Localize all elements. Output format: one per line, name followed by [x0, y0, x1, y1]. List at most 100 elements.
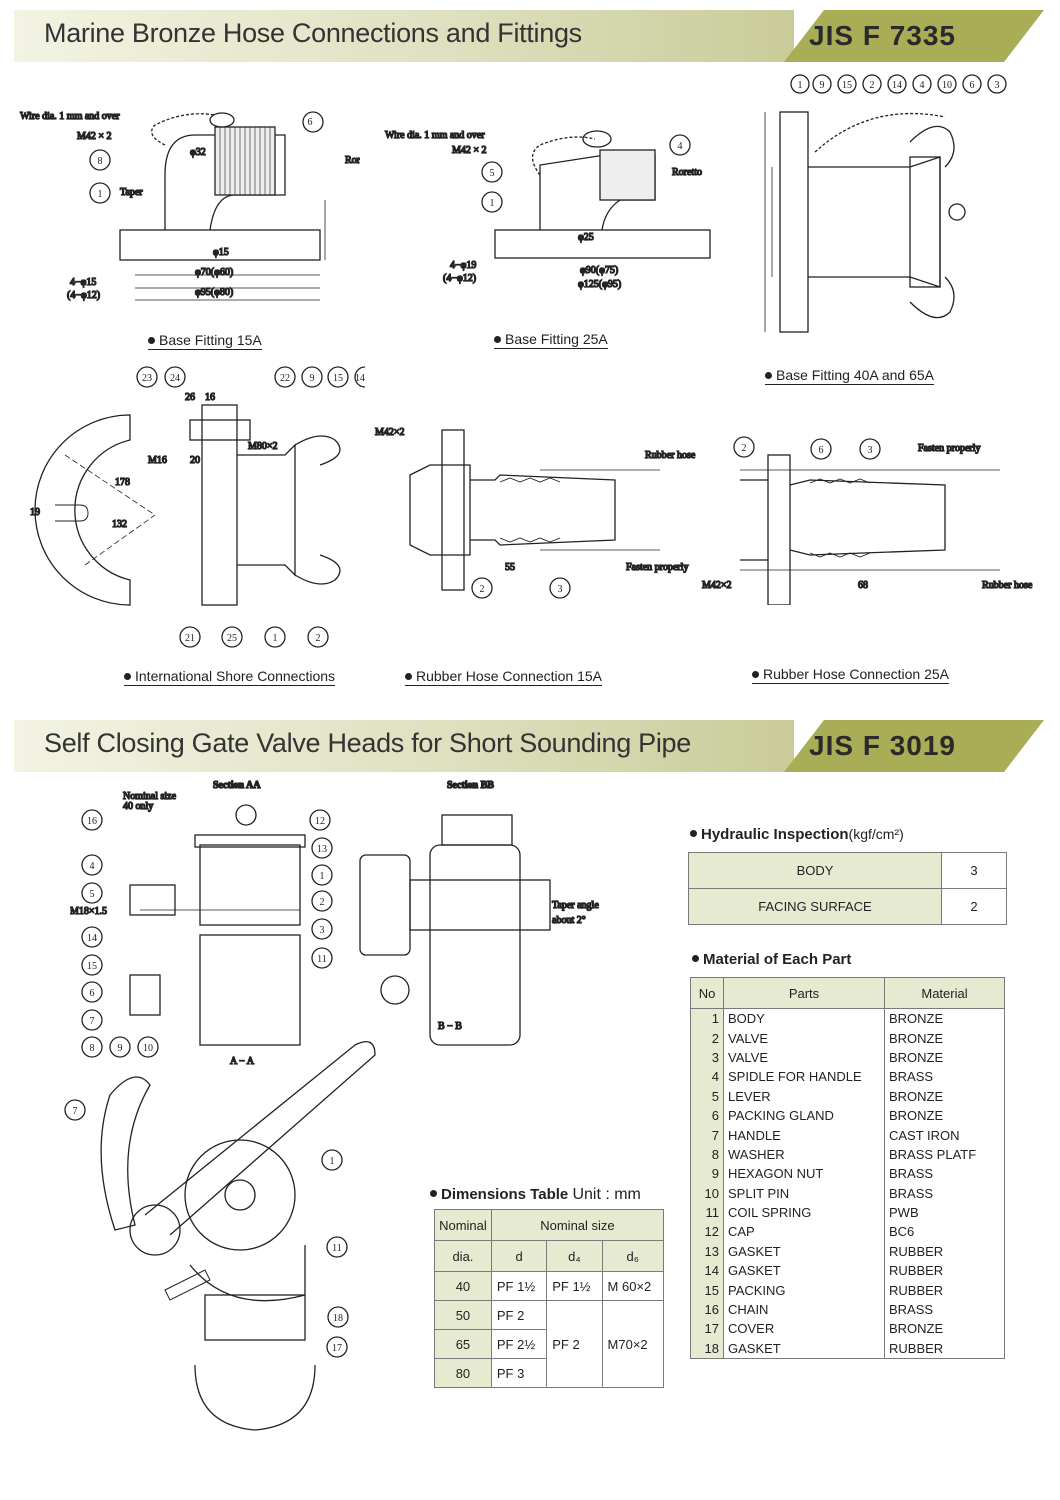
- svg-text:3: 3: [868, 445, 873, 456]
- section2-title: Self Closing Gate Valve Heads for Short …: [44, 728, 691, 758]
- cell-part: GASKET: [723, 1241, 885, 1262]
- cell-no: 7: [690, 1125, 724, 1145]
- cell-d: PF 3: [490, 1358, 548, 1388]
- header-gradient: [14, 10, 794, 62]
- cell-no: 16: [690, 1299, 724, 1320]
- section2-header: Self Closing Gate Valve Heads for Short …: [14, 720, 1044, 772]
- svg-text:24: 24: [170, 373, 180, 384]
- cell-no: 10: [690, 1183, 724, 1203]
- col-header: dia.: [434, 1240, 492, 1272]
- cell-no: 17: [690, 1319, 724, 1339]
- cell-no: 2: [690, 1028, 724, 1048]
- svg-text:19: 19: [30, 507, 40, 518]
- cell-dia: 65: [434, 1329, 492, 1359]
- section2-standard: JIS F 3019: [809, 730, 956, 761]
- cell-part: GASKET: [723, 1338, 885, 1360]
- cell-no: 3: [690, 1047, 724, 1068]
- svg-text:14: 14: [87, 933, 97, 944]
- svg-text:M42 × 2: M42 × 2: [77, 131, 112, 142]
- cell-d: PF 1½: [490, 1271, 548, 1301]
- cell-no: 5: [690, 1086, 724, 1106]
- svg-text:Fasten properly: Fasten properly: [626, 562, 689, 573]
- table-row: 80 PF 3: [434, 1358, 664, 1388]
- cell-material: BRONZE: [884, 1028, 1005, 1048]
- svg-text:68: 68: [858, 580, 868, 591]
- svg-text:Rubber hose: Rubber hose: [645, 450, 696, 461]
- svg-text:1: 1: [330, 1156, 335, 1167]
- cell-part: LEVER: [723, 1086, 885, 1106]
- cell-no: 1: [690, 1008, 724, 1029]
- svg-text:14: 14: [355, 373, 365, 384]
- cell-part: GASKET: [723, 1261, 885, 1281]
- cell-d: PF 2: [490, 1300, 548, 1330]
- base-fitting-40a-65a-drawing: 1 9 15 2 14 4 10 6 3: [764, 74, 1007, 333]
- dimensions-heading: Dimensions Table Unit : mm: [430, 1186, 641, 1204]
- svg-text:(4−φ12): (4−φ12): [443, 273, 476, 284]
- svg-text:B − B: B − B: [438, 1021, 462, 1032]
- svg-text:Taper: Taper: [120, 187, 143, 198]
- rubber-hose-25a-drawing: 2 6 3 Fasten properly Rubber hose M42×2 …: [701, 436, 1033, 605]
- cell-material: BRASS PLATF: [884, 1144, 1005, 1165]
- cell-dia: 40: [434, 1271, 492, 1301]
- standard-tag: [784, 720, 1044, 772]
- cell-part: SPLIT PIN: [723, 1183, 885, 1203]
- svg-text:1: 1: [320, 871, 325, 882]
- cell-material: BRONZE: [884, 1105, 1005, 1126]
- cell-part: VALVE: [723, 1028, 885, 1048]
- cell-material: BRONZE: [884, 1086, 1005, 1106]
- svg-text:4−φ15: 4−φ15: [70, 277, 96, 288]
- cell-dia: 80: [434, 1358, 492, 1388]
- svg-text:4: 4: [678, 141, 683, 152]
- bullet-dot-icon: [405, 672, 412, 680]
- cell-no: 18: [690, 1338, 724, 1360]
- section1-standard: JIS F 7335: [809, 20, 956, 51]
- svg-text:M42 × 2: M42 × 2: [452, 145, 487, 156]
- caption-base-15a: Base Fitting 15A: [148, 332, 262, 350]
- cell-part: COIL SPRING: [723, 1202, 885, 1223]
- standard-tag: [784, 10, 1044, 62]
- svg-text:7: 7: [90, 1016, 95, 1027]
- cell-material: BRASS: [884, 1164, 1005, 1184]
- svg-text:178: 178: [115, 477, 130, 488]
- svg-text:3: 3: [995, 80, 1000, 91]
- svg-text:7: 7: [73, 1106, 78, 1117]
- svg-text:18: 18: [333, 1313, 343, 1324]
- svg-text:23: 23: [142, 373, 152, 384]
- svg-text:about 2°: about 2°: [552, 915, 586, 926]
- svg-text:6: 6: [819, 445, 824, 456]
- col-header: d₄: [546, 1240, 603, 1272]
- cell-material: RUBBER: [884, 1241, 1005, 1262]
- bullet-dot-icon: [752, 670, 759, 678]
- base-fitting-15a-drawing: Wire dia. 1 mm and over M42 × 2 Roretto …: [19, 110, 360, 301]
- svg-text:1: 1: [490, 198, 495, 209]
- base-fitting-25a-drawing: Wire dia. 1 mm and over M42 × 2 Roretto …: [384, 129, 711, 291]
- svg-text:15: 15: [87, 961, 97, 972]
- svg-text:21: 21: [185, 633, 195, 644]
- cell-part: BODY: [723, 1008, 885, 1029]
- svg-text:M80×2: M80×2: [248, 441, 278, 452]
- valve-sections-drawing: 16 4 5 14 15 6 7 8 9 10 12 13 1 2 3 11 S…: [70, 779, 600, 1067]
- svg-text:5: 5: [490, 168, 495, 179]
- svg-text:11: 11: [332, 1243, 342, 1254]
- cell-material: RUBBER: [884, 1338, 1005, 1360]
- hydraulic-heading: Hydraulic Inspection(kgf/cm²): [690, 826, 904, 843]
- cell-material: BRONZE: [884, 1008, 1005, 1029]
- cell-part: PACKING: [723, 1280, 885, 1300]
- svg-text:Taper angle: Taper angle: [552, 900, 599, 911]
- svg-text:17: 17: [332, 1343, 342, 1354]
- svg-text:φ25: φ25: [578, 232, 594, 243]
- svg-text:φ70(φ60): φ70(φ60): [195, 267, 233, 278]
- svg-text:132: 132: [112, 519, 127, 530]
- svg-text:5: 5: [90, 889, 95, 900]
- col-header: Material: [884, 977, 1005, 1009]
- cell-material: BRASS: [884, 1299, 1005, 1320]
